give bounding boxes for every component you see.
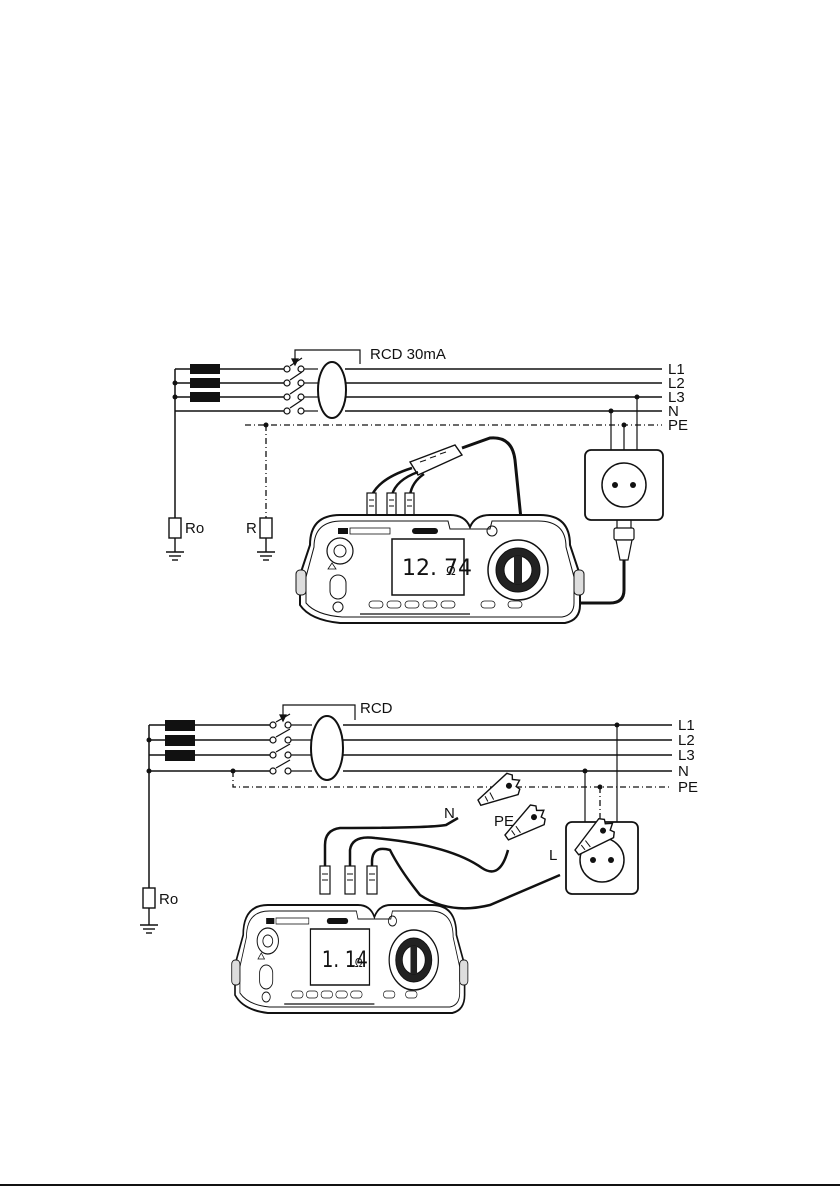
lead-splitter	[410, 445, 462, 475]
footer-rule	[0, 1184, 840, 1186]
fuse-icon	[190, 364, 220, 402]
line-label-pe: PE	[678, 779, 698, 796]
probe-label-pe: PE	[494, 813, 514, 830]
rcd-control-bracket	[292, 350, 360, 365]
rcd-toroid	[318, 362, 346, 418]
rcd-label: RCD 30mA	[370, 346, 446, 363]
meter-leads	[372, 468, 424, 495]
switch-icon	[284, 358, 318, 414]
probe-label-l: L	[549, 847, 557, 864]
rcd-toroid	[311, 716, 343, 780]
line-label-l3: L3	[678, 747, 695, 764]
junction-dots	[173, 381, 640, 428]
resistor-icon	[140, 888, 158, 933]
multifunction-tester-icon: 12. 74 Ω	[296, 515, 584, 623]
rcd-label: RCD	[360, 700, 393, 717]
diagram-1: RCD 30mA	[166, 346, 688, 623]
resistor-icon	[166, 518, 184, 560]
ground-symbol-icon	[257, 518, 275, 560]
rcd-control-bracket	[280, 705, 355, 721]
ground-label-ro: Ro	[159, 891, 178, 908]
socket-icon	[585, 450, 663, 520]
ground-label-r: R	[246, 520, 257, 537]
multifunction-tester-icon: 1. 14 Ω	[232, 905, 468, 1013]
diagram-2: RCD	[140, 700, 698, 1013]
meter-unit: Ω	[446, 563, 456, 578]
fuse-icon	[165, 720, 195, 761]
probe-label-n: N	[444, 805, 455, 822]
meter-unit: Ω	[355, 955, 363, 970]
line-label-pe: PE	[668, 417, 688, 434]
plug-icon	[614, 520, 634, 560]
junction-dots	[147, 723, 620, 790]
ground-label-ro: Ro	[185, 520, 204, 537]
line-label-n: N	[678, 763, 689, 780]
meter-reading: 12. 74	[402, 556, 472, 581]
switch-icon	[270, 714, 312, 774]
lead-plugs	[320, 866, 377, 894]
